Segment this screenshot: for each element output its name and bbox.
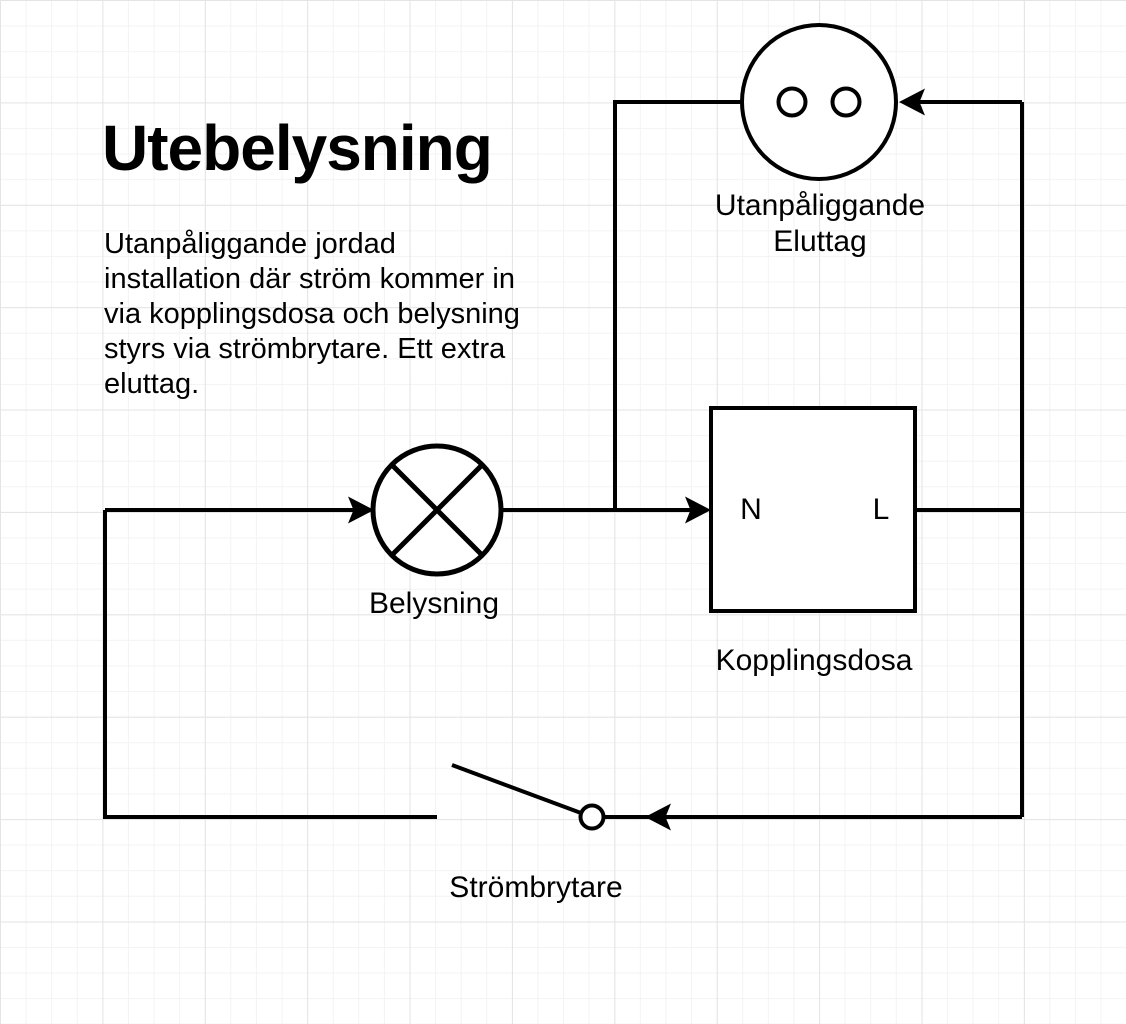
arrowhead-into-lamp [348, 496, 374, 524]
switch-symbol [451, 763, 606, 831]
terminal-n-label: N [740, 493, 762, 526]
outlet-label: Utanpåliggande Eluttag [714, 189, 926, 258]
outlet-pin-left [776, 86, 808, 118]
outlet-circle [740, 23, 898, 181]
terminal-l-label: L [872, 493, 890, 526]
junction-box-label: Kopplingsdosa [715, 644, 913, 677]
switch-lever [451, 763, 582, 815]
arrowhead-into-junction-box [685, 496, 711, 524]
switch-label: Strömbrytare [449, 871, 623, 904]
outlet-symbol [740, 23, 898, 181]
junction-box-rect [709, 406, 917, 613]
switch-pivot-circle [578, 803, 606, 831]
outlet-pin-right [830, 86, 862, 118]
arrowhead-into-switch [645, 803, 671, 831]
lamp-symbol [370, 443, 504, 577]
diagram-title: Utebelysning [102, 112, 493, 184]
diagram-description: Utanpåliggande jordad installation där s… [104, 228, 520, 400]
lamp-label: Belysning [368, 587, 500, 620]
arrowhead-into-outlet [899, 88, 925, 116]
wire-branch-to-outlet-left [613, 100, 742, 510]
lamp-cross-line-2 [390, 463, 484, 557]
wire-left-return [103, 510, 437, 819]
